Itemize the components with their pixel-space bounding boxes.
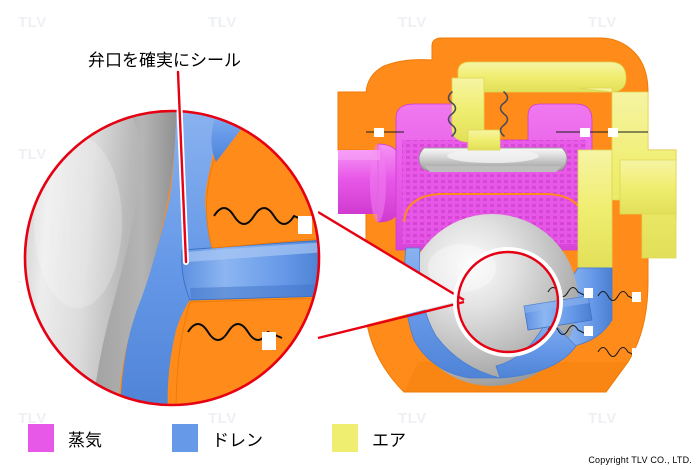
legend-item-air: エア [332, 424, 406, 452]
legend-item-drain: ドレン [172, 424, 263, 452]
title-leader-line [175, 69, 189, 265]
detail-lower-block [175, 297, 318, 404]
legend-label-air: エア [372, 430, 406, 451]
legend-swatch-steam [28, 424, 54, 452]
bimetal-springs [447, 91, 509, 137]
steam-inlet [338, 143, 401, 223]
magnifier-leader [317, 210, 465, 340]
legend-label-steam: 蒸気 [68, 430, 102, 451]
section-hatching-main [547, 286, 641, 358]
valve-body-assembly [337, 37, 677, 393]
legend-swatch-drain [172, 424, 198, 452]
air-passages [451, 61, 677, 269]
detail-section-hatching [187, 207, 309, 341]
detail-valve-seat [181, 239, 318, 301]
detail-drain-film [120, 112, 222, 404]
legend-item-steam: 蒸気 [28, 424, 102, 452]
gasket-line [366, 128, 648, 137]
legend-swatch-air [332, 424, 358, 452]
legend: 蒸気 ドレン エア [0, 418, 700, 462]
disc-element [418, 147, 568, 172]
source-highlight-circle [453, 247, 563, 357]
copyright-notice: Copyright TLV CO., LTD. [588, 455, 692, 465]
legend-label-drain: ドレン [212, 430, 263, 451]
callout-title: 弁口を確実にシール [88, 51, 241, 71]
magnified-detail [19, 105, 325, 411]
detail-float-surface [26, 112, 176, 404]
